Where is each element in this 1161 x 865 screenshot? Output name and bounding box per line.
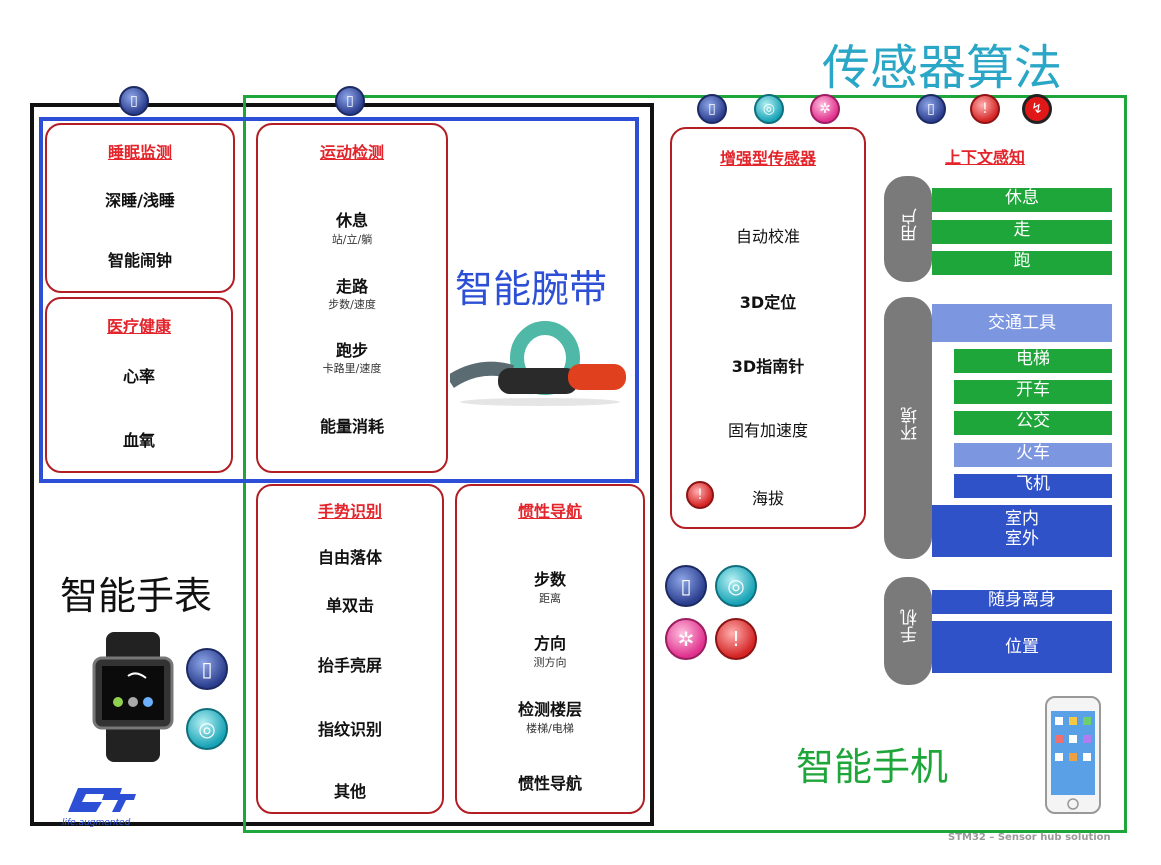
inertial-item-sub: 距离 [539, 592, 561, 605]
motion-item-sub: 步数/速度 [328, 298, 376, 311]
enhanced-item: 固有加速度 [727, 421, 808, 440]
smartwatch-image [88, 632, 178, 762]
medical-item: 血氧 [122, 431, 155, 450]
context-env-item: 火车 [954, 443, 1112, 467]
magnetometer-icon: ✲ [810, 94, 840, 124]
context-outdoor: 室外 [1005, 529, 1039, 549]
context-title: 上下文感知 [945, 148, 1026, 167]
page-title: 传感器算法 [822, 40, 1063, 96]
user-pill: 用户 [884, 176, 932, 282]
microphone-icon: ↯ [1022, 94, 1052, 124]
motion-item: 走路 [335, 277, 368, 296]
context-user-item: 休息 [932, 188, 1112, 212]
phone-pill: 手机 [884, 577, 932, 685]
motion-item: 休息 [335, 211, 368, 230]
gesture-recognition-box: 手势识别 自由落体 单双击 抬手亮屏 指纹识别 其他 [256, 484, 444, 814]
motion-item: 跑步 [335, 341, 368, 360]
context-transport: 交通工具 [932, 304, 1112, 342]
context-user-item: 跑 [932, 251, 1112, 275]
enhanced-item: 自动校准 [735, 227, 800, 246]
accelerometer-icon: ▯ [119, 86, 149, 116]
inertial-item-sub: 测方向 [533, 656, 567, 669]
sleep-item: 智能闹钟 [107, 251, 172, 270]
thermometer-icon: ǃ [686, 481, 714, 509]
medical-item: 心率 [122, 367, 155, 386]
sleep-monitor-box: 睡眠监测 深睡/浅睡 智能闹钟 [45, 123, 235, 293]
accelerometer-icon: ▯ [697, 94, 727, 124]
gyroscope-icon: ◎ [715, 565, 757, 607]
accelerometer-icon: ▯ [335, 86, 365, 116]
enhanced-item: 3D定位 [739, 293, 797, 312]
wristband-image [446, 318, 630, 408]
gesture-item: 自由落体 [317, 548, 382, 567]
environment-pill: 环境 [884, 297, 932, 559]
st-logo [62, 784, 142, 814]
inertial-navigation-box: 惯性导航 步数 距离 方向 测方向 检测楼层 楼梯/电梯 惯性导航 [455, 484, 645, 814]
gesture-item: 指纹识别 [317, 720, 382, 739]
inertial-item: 惯性导航 [517, 774, 582, 793]
accelerometer-icon: ▯ [186, 648, 228, 690]
motion-item-sub: 卡路里/速度 [322, 362, 382, 375]
motion-title: 运动检测 [319, 143, 384, 162]
medical-health-box: 医疗健康 心率 血氧 [45, 297, 233, 473]
user-label: 用户 [901, 208, 921, 242]
wristband-title: 智能腕带 [455, 267, 608, 311]
thermometer-icon: ǃ [970, 94, 1000, 124]
medical-title: 医疗健康 [106, 317, 171, 336]
smartphone-image [1044, 695, 1102, 815]
context-user-item: 走 [932, 220, 1112, 244]
inertial-item-sub: 楼梯/电梯 [526, 722, 574, 735]
context-indoor-outdoor: 室内 室外 [932, 505, 1112, 557]
wristband-frame [39, 117, 639, 483]
magnetometer-icon: ✲ [665, 618, 707, 660]
context-phone-item: 位置 [932, 621, 1112, 673]
accelerometer-icon: ▯ [916, 94, 946, 124]
thermometer-icon: ǃ [715, 618, 757, 660]
inertial-title: 惯性导航 [517, 502, 582, 521]
motion-detect-box: 运动检测 休息 站/立/躺 走路 步数/速度 跑步 卡路里/速度 能量消耗 [256, 123, 448, 473]
gyroscope-icon: ◎ [186, 708, 228, 750]
sleep-item: 深睡/浅睡 [105, 191, 175, 210]
smartwatch-title: 智能手表 [60, 574, 213, 618]
enhanced-item: 海拔 [751, 489, 784, 508]
environment-label: 环境 [901, 407, 921, 441]
accelerometer-icon: ▯ [665, 565, 707, 607]
gesture-item: 抬手亮屏 [317, 656, 382, 675]
smartphone-frame [243, 95, 1127, 833]
gesture-title: 手势识别 [317, 502, 382, 521]
context-env-item: 飞机 [954, 474, 1112, 498]
enhanced-sensor-box: 增强型传感器 自动校准 3D定位 3D指南针 固有加速度 ǃ 海拔 [670, 127, 866, 529]
context-env-item: 电梯 [954, 349, 1112, 373]
gesture-item: 其他 [333, 782, 366, 801]
st-tagline: life.augmented [62, 818, 131, 828]
phone-label: 手机 [901, 609, 921, 643]
context-phone-item: 随身离身 [932, 590, 1112, 614]
smartphone-title: 智能手机 [796, 745, 949, 789]
inertial-item: 步数 [533, 570, 566, 589]
inertial-item: 方向 [533, 634, 566, 653]
context-indoor: 室内 [1005, 509, 1039, 529]
motion-item-sub: 站/立/躺 [331, 233, 373, 246]
motion-item: 能量消耗 [319, 417, 384, 436]
enhanced-item: 3D指南针 [731, 357, 805, 376]
enhanced-title: 增强型传感器 [719, 149, 816, 168]
context-env-item: 公交 [954, 411, 1112, 435]
footer-text: STM32 – Sensor hub solution [948, 832, 1111, 843]
gesture-item: 单双击 [325, 596, 374, 615]
context-env-item: 开车 [954, 380, 1112, 404]
gyroscope-icon: ◎ [754, 94, 784, 124]
sleep-title: 睡眠监测 [107, 143, 172, 162]
inertial-item: 检测楼层 [517, 700, 582, 719]
